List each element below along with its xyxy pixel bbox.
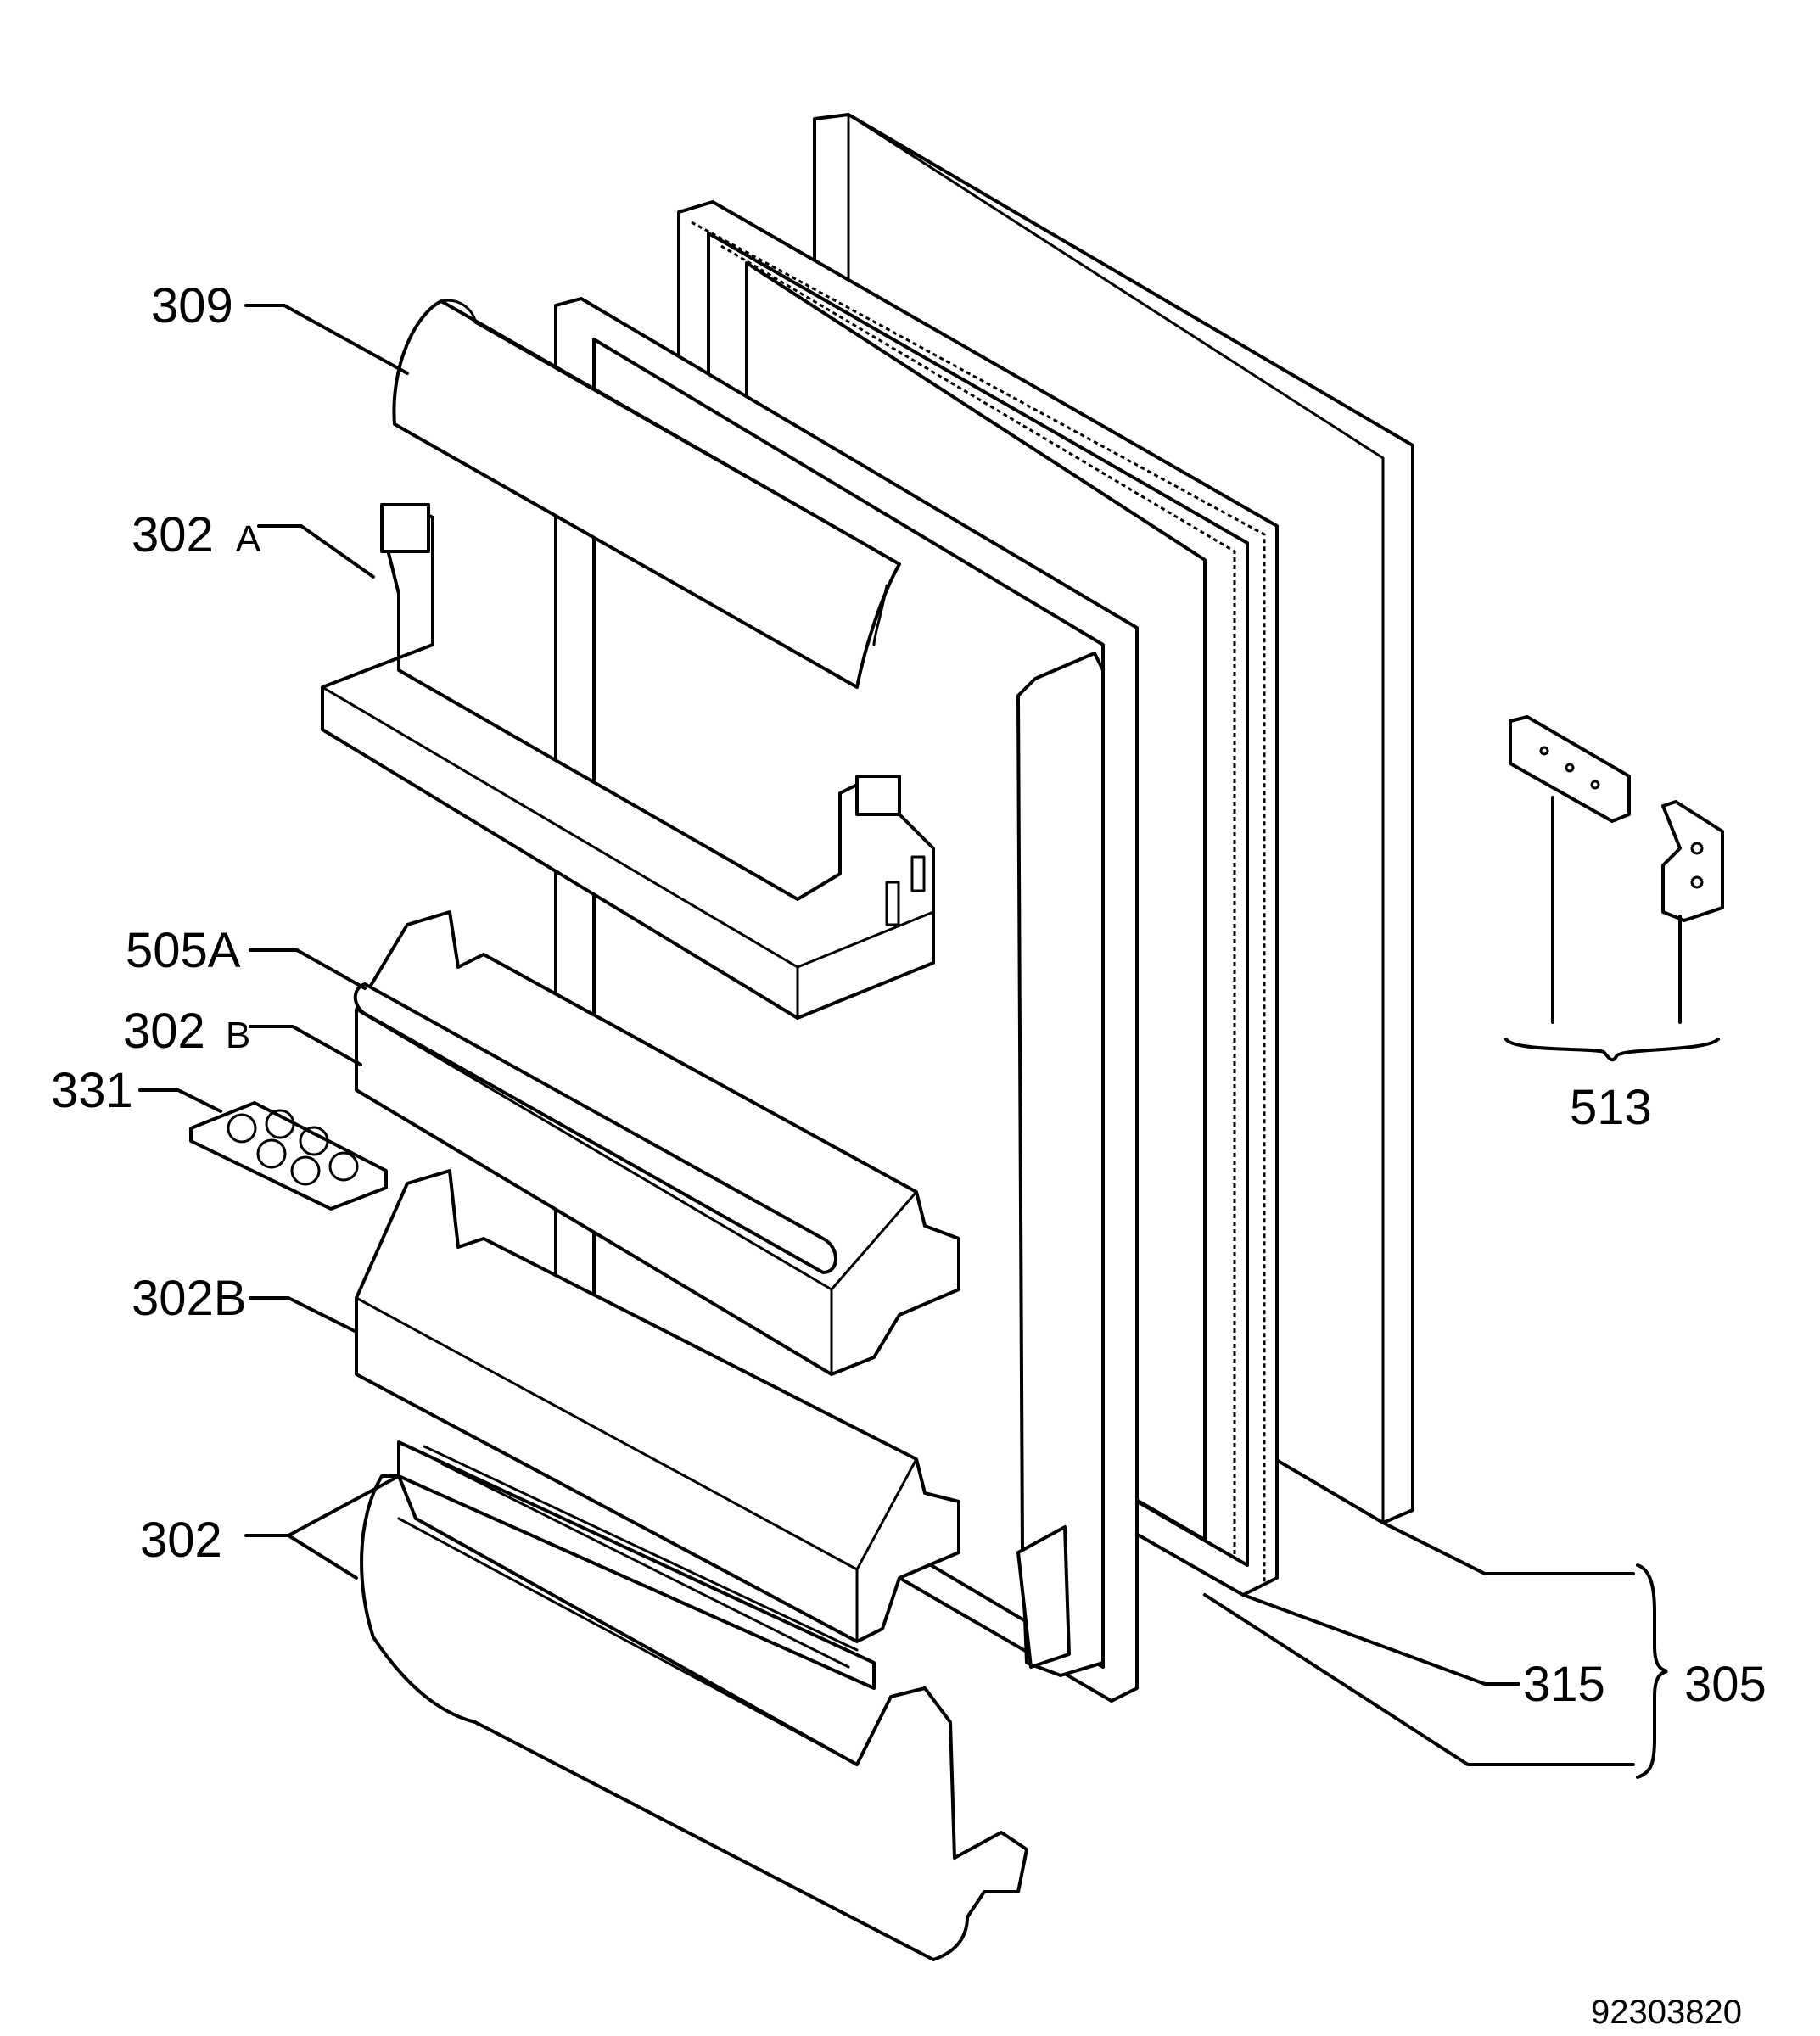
hinge-brackets — [1504, 715, 1724, 1062]
middle-door-shelf — [353, 910, 960, 1376]
label-302a: 302 A — [132, 507, 261, 562]
label-505a: 505A — [126, 923, 241, 978]
upper-door-shelf — [321, 503, 935, 1020]
lower-door-shelf — [355, 1169, 960, 1643]
label-302: 302 — [140, 1513, 222, 1568]
label-315: 315 — [1523, 1657, 1605, 1712]
label-305: 305 — [1684, 1657, 1767, 1712]
egg-tray — [189, 1101, 388, 1211]
label-302a-suffix: A — [236, 518, 261, 560]
label-309: 309 — [151, 278, 233, 333]
label-302b-upper: 302 B — [123, 1004, 250, 1059]
top-trim-cover — [392, 299, 901, 689]
label-302b-upper-suffix: B — [226, 1015, 250, 1056]
label-302b-upper-number: 302 — [123, 1004, 205, 1059]
drawing-code: 92303820 — [1591, 1994, 1742, 2031]
label-302b-lower: 302B — [132, 1271, 246, 1326]
label-513: 513 — [1570, 1080, 1652, 1135]
leader-lines — [138, 304, 1668, 1779]
label-302a-number: 302 — [132, 507, 214, 562]
bottom-bottle-shelf — [360, 1440, 1028, 1961]
label-331: 331 — [51, 1063, 133, 1118]
